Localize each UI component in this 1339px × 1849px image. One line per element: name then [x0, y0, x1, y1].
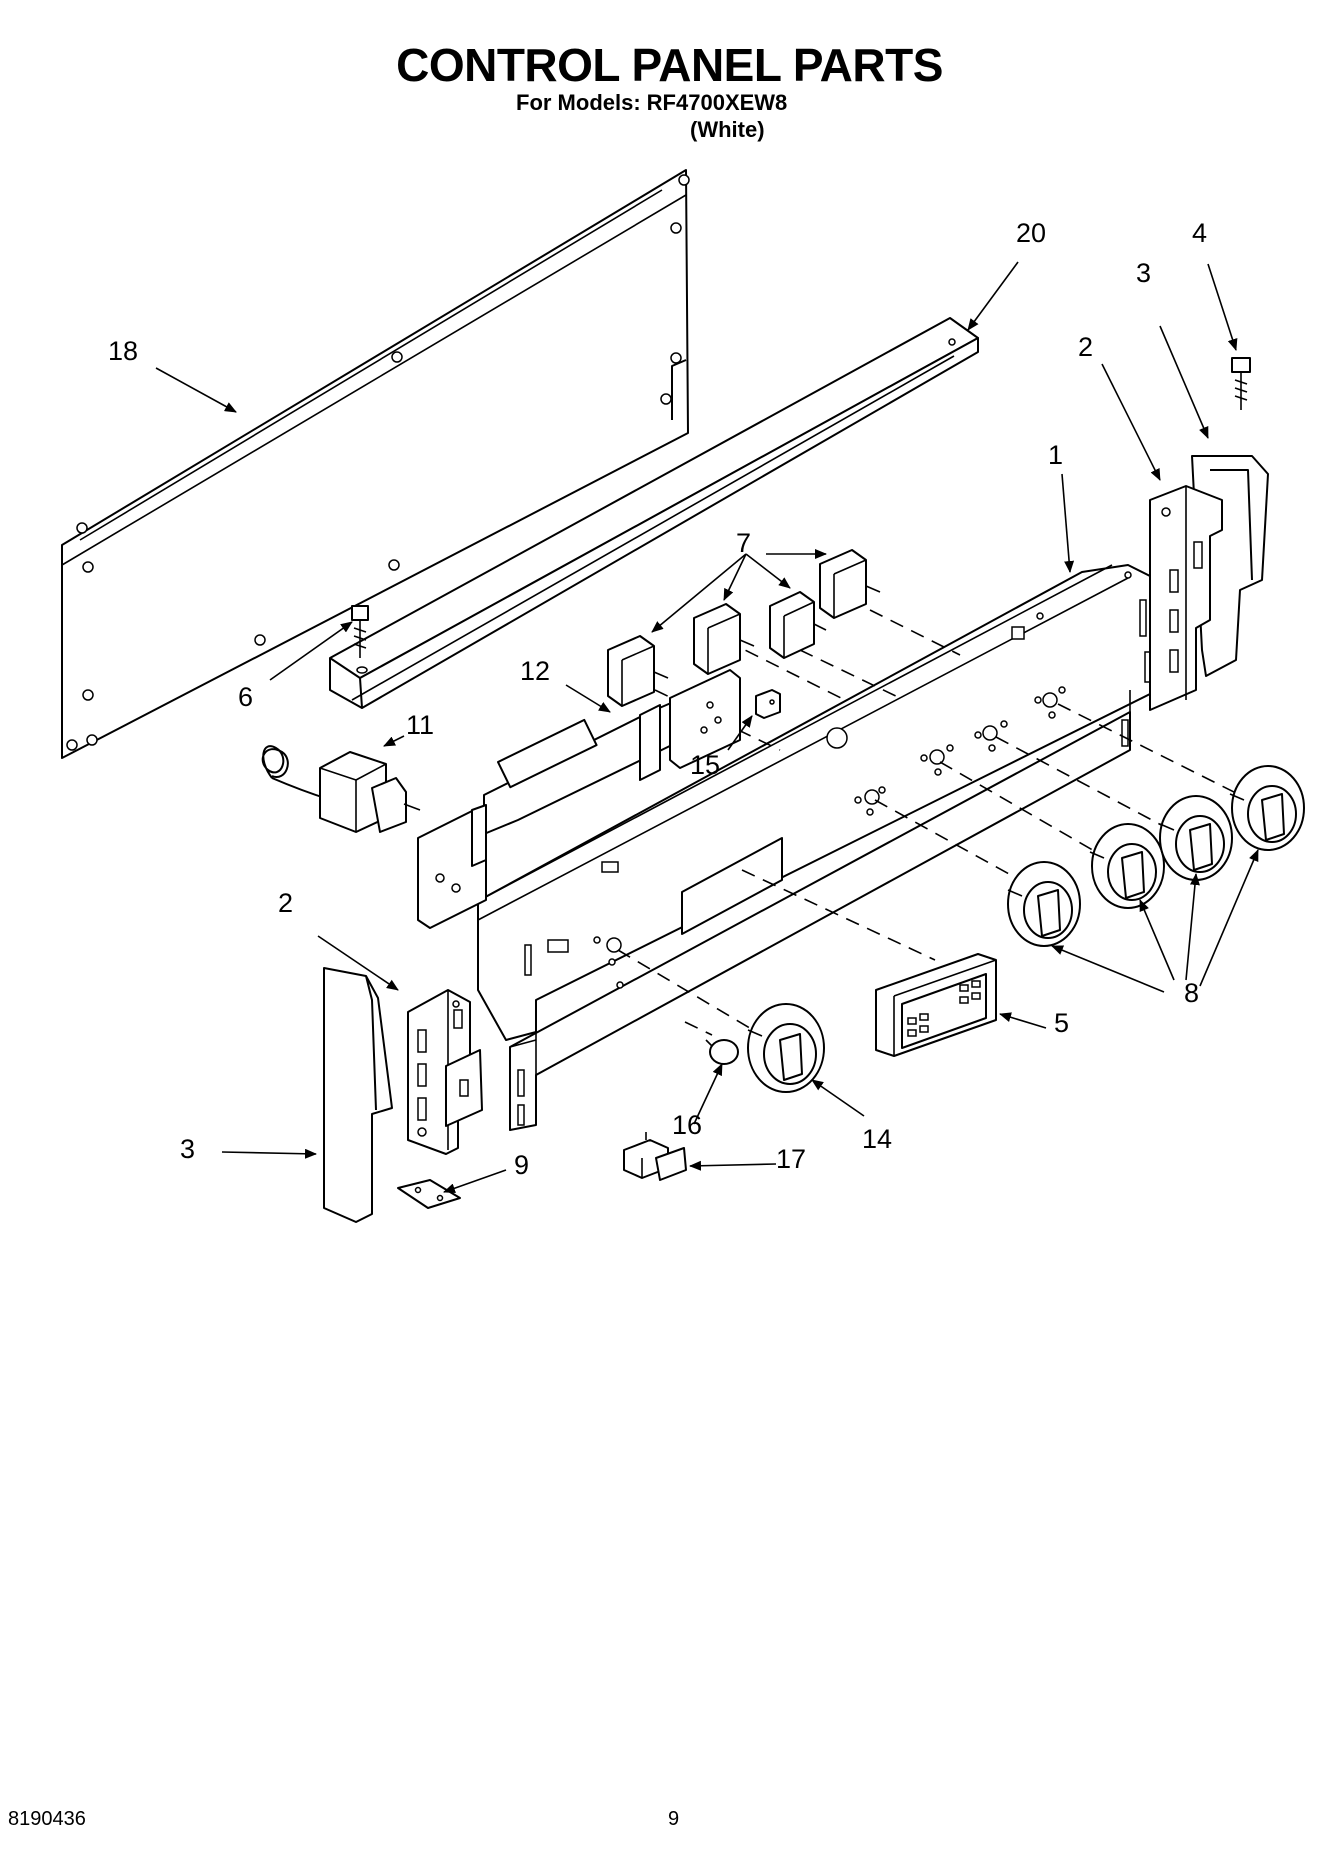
doc-number: 8190436	[8, 1808, 86, 1830]
end-bracket-left-part-2	[407, 989, 483, 1155]
callout-7: 7	[736, 528, 752, 558]
models-label: For Models:	[516, 90, 641, 115]
rear-panel-part-18	[61, 169, 690, 759]
callout-8: 8	[1184, 978, 1200, 1008]
callout-11: 11	[406, 710, 435, 740]
callout-6: 6	[238, 682, 254, 712]
control-panel-part-1	[477, 564, 1159, 1131]
leader-lines	[155, 261, 1259, 1194]
callout-14: 14	[862, 1124, 893, 1154]
callout-20: 20	[1016, 218, 1047, 248]
switch-part-7	[607, 549, 881, 707]
callout-15: 15	[690, 750, 721, 780]
callout-3-right: 3	[1136, 258, 1152, 288]
screw-part-4	[1231, 357, 1251, 410]
control-bracket-part-12	[417, 669, 741, 929]
switch-part-17	[623, 1132, 687, 1181]
callout-5: 5	[1054, 1008, 1070, 1038]
callout-18: 18	[108, 336, 139, 366]
callout-2-right: 2	[1078, 332, 1094, 362]
model-number: RF4700XEW8	[646, 90, 788, 115]
socket-part-15	[755, 689, 781, 719]
end-bracket-right-part-2	[1149, 485, 1223, 711]
plate-part-9	[397, 1179, 461, 1209]
page-number: 9	[668, 1808, 680, 1830]
callout-2-left: 2	[278, 888, 294, 918]
thermostat-part-11	[261, 745, 421, 833]
page-title: CONTROL PANEL PARTS	[396, 39, 943, 91]
callout-16: 16	[672, 1110, 703, 1140]
channel-bracket-part-20	[329, 317, 979, 709]
end-cap-left-part-3	[323, 967, 393, 1223]
timer-display-part-5	[875, 953, 997, 1057]
model-line: For Models:RF4700XEW8	[516, 90, 787, 116]
callout-3-left: 3	[180, 1134, 196, 1164]
screw-part-6	[351, 605, 369, 674]
callout-4: 4	[1192, 218, 1208, 248]
dashed-guides	[617, 609, 1251, 1041]
oven-knob-part-14	[747, 1003, 825, 1093]
color-note: (White)	[690, 117, 765, 142]
callout-12: 12	[520, 656, 551, 686]
knob-part-8	[1007, 765, 1305, 947]
callout-9: 9	[514, 1150, 530, 1180]
callout-17: 17	[776, 1144, 807, 1174]
indicator-light-part-16	[705, 1039, 739, 1065]
callout-1: 1	[1048, 440, 1064, 470]
